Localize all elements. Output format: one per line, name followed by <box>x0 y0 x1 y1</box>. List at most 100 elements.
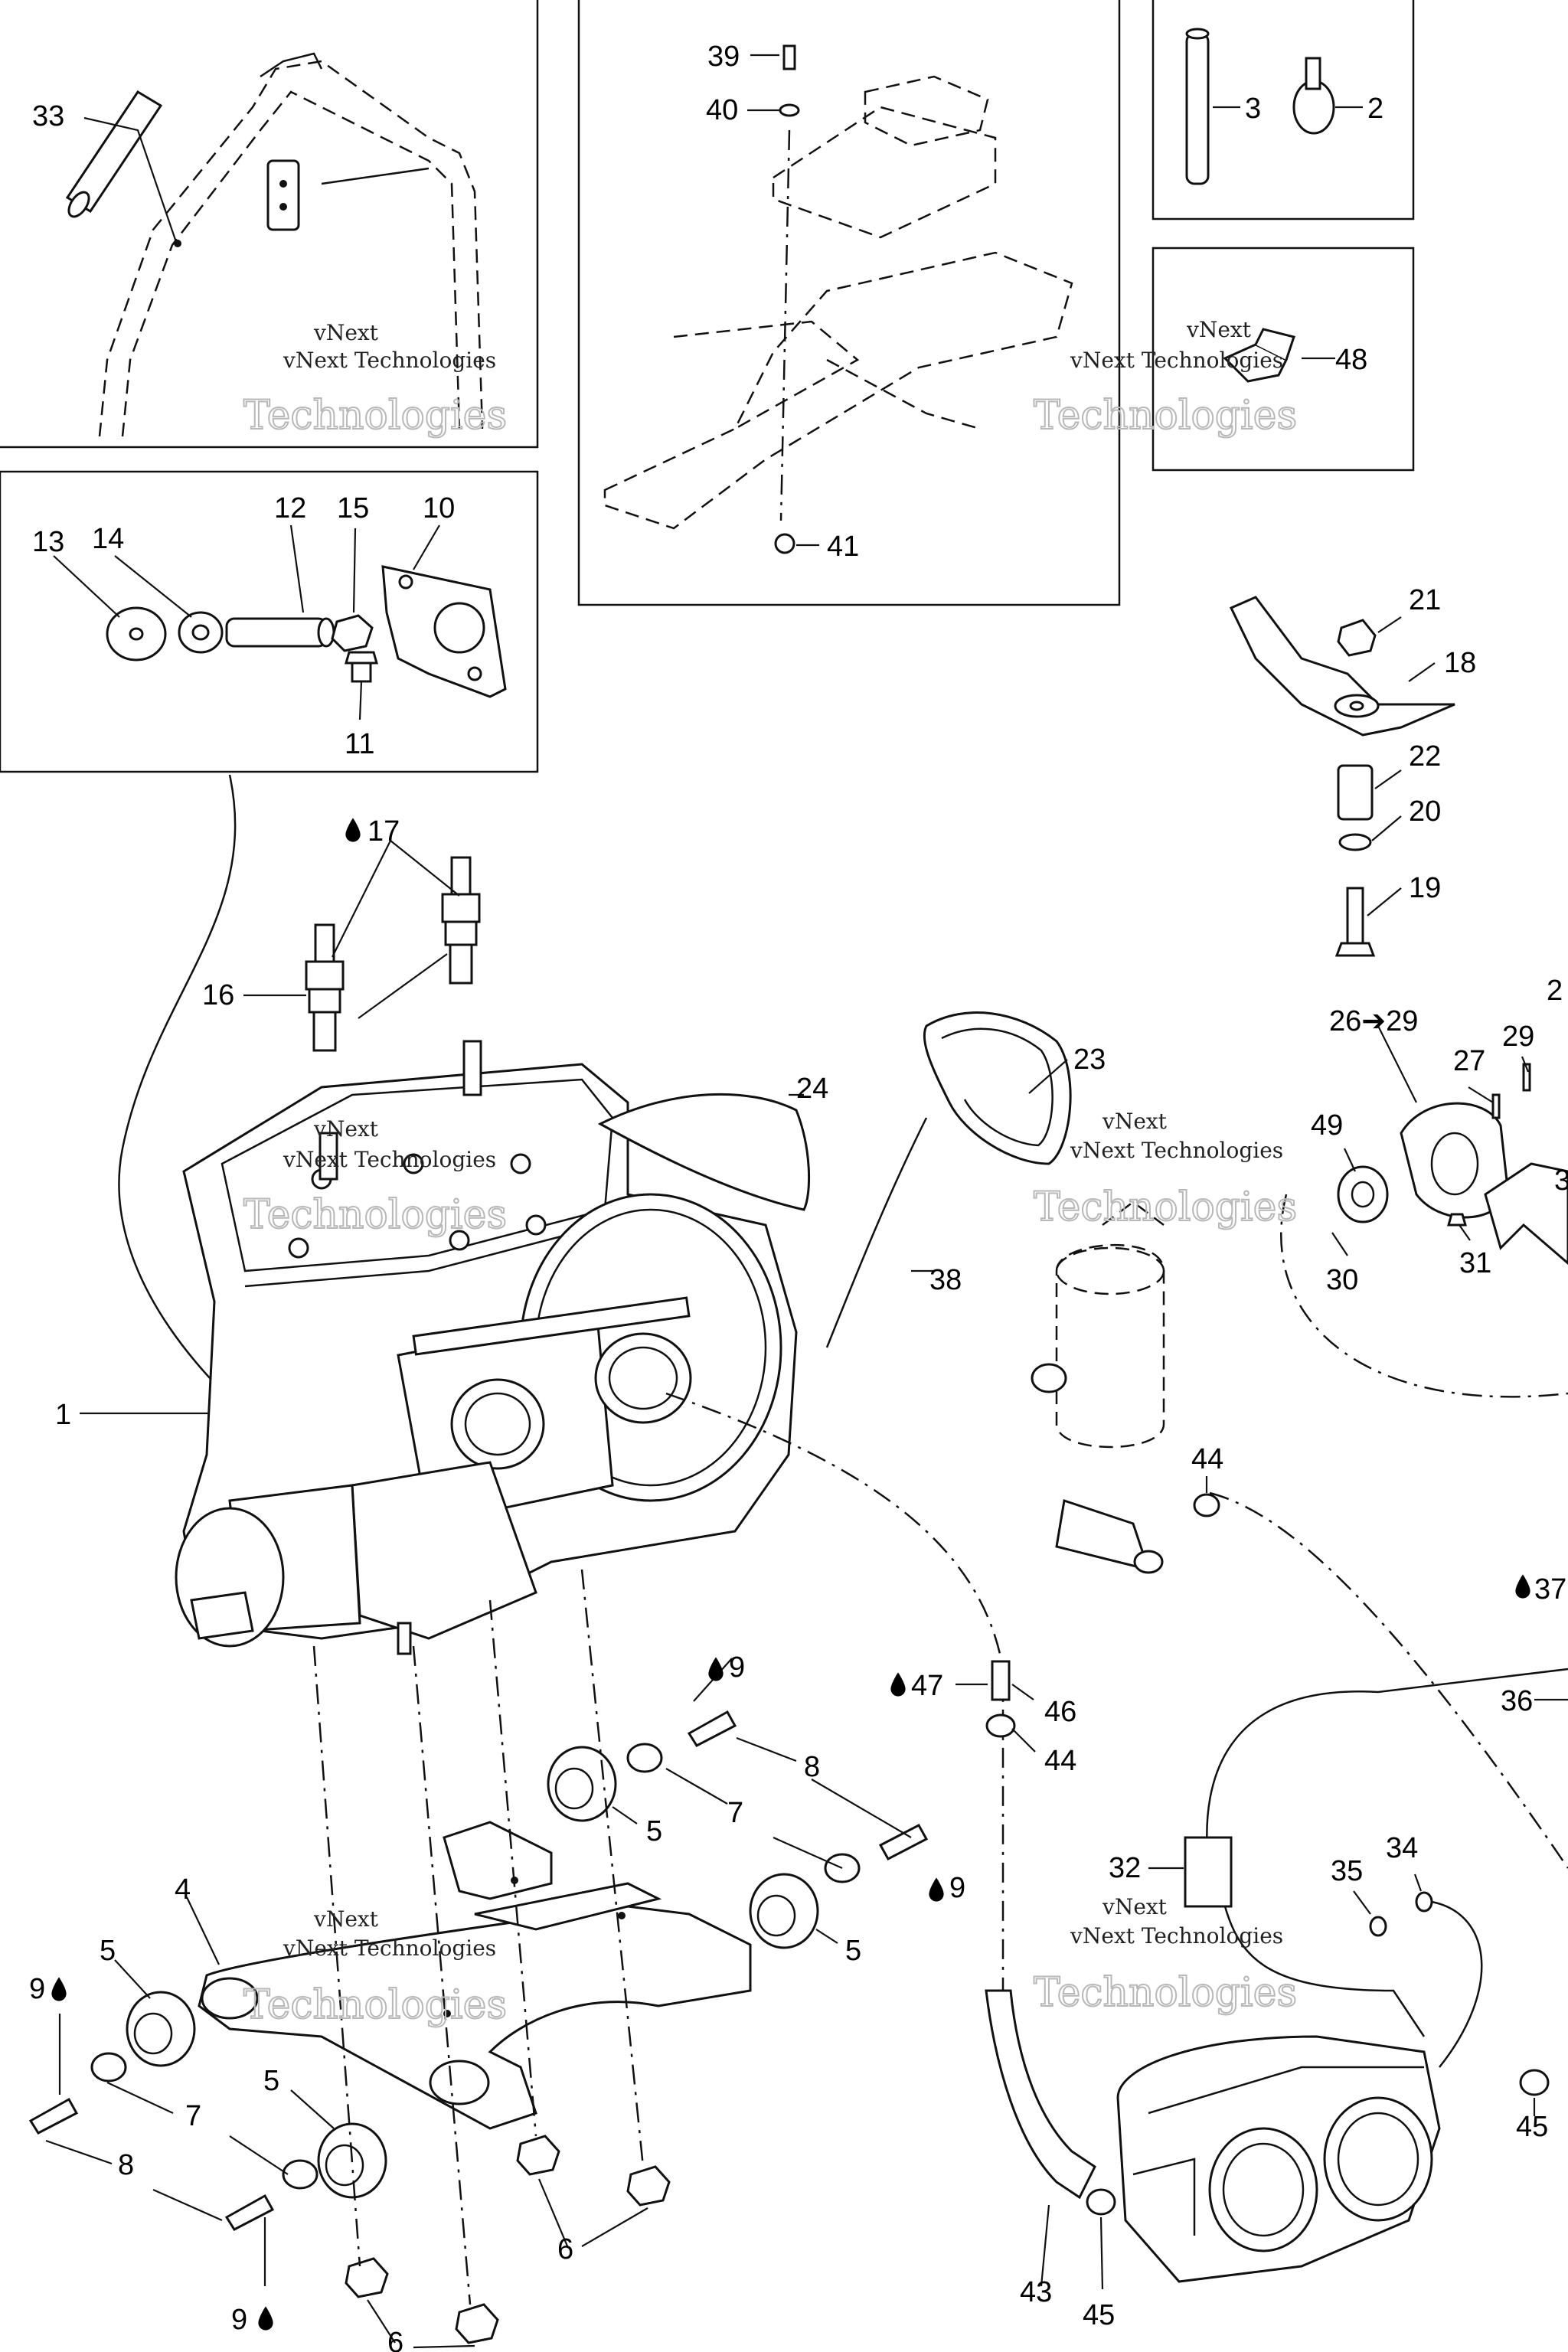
spark-plug-left <box>305 923 345 1052</box>
callout-5: 5 <box>646 1815 662 1847</box>
watermark-2: vNext Technologies vNext Technologies <box>1033 317 1298 439</box>
svg-text:vNext: vNext <box>1102 1894 1168 1919</box>
callout-41: 41 <box>827 531 859 563</box>
leader-8b <box>45 2139 223 2222</box>
spark-plug-right <box>441 856 481 985</box>
svg-text:vNext: vNext <box>313 1906 379 1932</box>
callout-2: 2 <box>1367 93 1383 125</box>
inset-box-frame <box>0 0 539 449</box>
svg-text:vNext Technologies: vNext Technologies <box>1070 1138 1283 1163</box>
callout-2-edge: 2 <box>1547 975 1563 1007</box>
callout-6: 6 <box>387 2327 403 2352</box>
callout-16: 16 <box>202 979 234 1011</box>
line-34 <box>1431 1900 1483 2068</box>
watermark-1: vNext Technologies vNext Technologies <box>243 320 508 439</box>
callout-48: 48 <box>1335 344 1367 376</box>
rubber-mount-5b <box>749 1873 819 1949</box>
callout-34: 34 <box>1386 1832 1418 1864</box>
oil-drop-icon <box>708 1657 724 1681</box>
cable-lower <box>1223 1906 1426 2037</box>
svg-text:vNext Technologies: vNext Technologies <box>1070 348 1283 373</box>
leader-43 <box>1040 2204 1050 2287</box>
throttle-cable <box>1206 1668 1568 1877</box>
leader-17 <box>332 840 460 958</box>
nut-6d <box>455 2303 499 2344</box>
oil-drop-icon <box>345 818 361 842</box>
clip-48 <box>1223 328 1295 383</box>
callout-1: 1 <box>55 1399 71 1431</box>
callout-40: 40 <box>706 94 738 126</box>
callout-27: 27 <box>1453 1045 1485 1077</box>
callout-18: 18 <box>1444 647 1476 679</box>
leader-10 <box>413 524 440 570</box>
clamp-44-upper <box>1193 1493 1220 1517</box>
callout-19: 19 <box>1409 872 1441 904</box>
watermark-4: vNext Technologies vNext Technologies <box>1033 1109 1298 1231</box>
leader-7b <box>106 2082 289 2175</box>
callout-37: 37 <box>1534 1573 1566 1606</box>
callout-4: 4 <box>175 1873 191 1906</box>
cable-sleeve-32 <box>1184 1836 1233 1908</box>
leader-34 <box>1413 1873 1423 1892</box>
svg-text:vNext: vNext <box>313 1116 379 1142</box>
leader-5c <box>114 1959 151 1999</box>
oil-line-dashdot-right <box>1209 1491 1568 1869</box>
rubber-mount-5c <box>126 1991 196 2067</box>
callout-44: 44 <box>1191 1443 1223 1475</box>
align-line-1 <box>312 1645 361 2267</box>
leader-2629 <box>1377 1025 1417 1103</box>
oil-line-dashdot-upper <box>1280 1194 1568 1398</box>
bolt-9b <box>878 1823 929 1861</box>
nut-6b <box>626 2165 671 2207</box>
oil-tank <box>1031 1200 1165 1574</box>
callout-14: 14 <box>92 523 124 555</box>
leader-6b <box>367 2299 475 2349</box>
sleeve-33 <box>65 90 163 218</box>
frame-tube <box>98 52 484 437</box>
svg-text:Technologies: Technologies <box>243 1192 507 1238</box>
callout-9: 9 <box>29 1973 45 2005</box>
callout-8: 8 <box>804 1751 820 1783</box>
svg-text:vNext: vNext <box>1102 1109 1168 1134</box>
cover-24 <box>597 1093 811 1211</box>
callout-38: 38 <box>929 1264 962 1296</box>
callout-45: 45 <box>1516 2111 1548 2143</box>
carburetor-assembly <box>1116 2035 1441 2283</box>
leader-23 <box>1028 1059 1068 1094</box>
watermark-6: vNext Technologies vNext Technologies <box>1033 1894 1298 2017</box>
callout-21: 21 <box>1409 584 1441 616</box>
clamp-45-lower <box>1086 2188 1116 2216</box>
callout-3: 3 <box>1245 93 1261 125</box>
leader-13 <box>53 555 120 618</box>
rubber-mount-5a <box>547 1746 617 1822</box>
hose-43 <box>985 1989 1096 2200</box>
leader-46 <box>1011 1684 1034 1700</box>
leader-18 <box>1408 662 1436 682</box>
part-34 <box>1415 1891 1433 1913</box>
leader-19 <box>1367 887 1402 916</box>
callout-10: 10 <box>423 492 455 524</box>
callout-36: 36 <box>1501 1685 1533 1717</box>
washer-7d <box>282 2159 318 2190</box>
callout-11: 11 <box>345 728 374 760</box>
callout-12: 12 <box>274 492 306 524</box>
leader-35 <box>1353 1890 1371 1915</box>
washer-7c <box>90 2052 127 2082</box>
callout-5: 5 <box>100 1935 116 1967</box>
leader-30 <box>1331 1232 1348 1256</box>
leader-7a <box>665 1768 843 1870</box>
svg-text:Technologies: Technologies <box>243 1982 507 2028</box>
leader-8a <box>736 1736 797 1762</box>
engine-mount-bracket-4 <box>198 1821 752 2130</box>
inset-box-hose-clamp <box>1152 0 1415 220</box>
callout-7: 7 <box>727 1797 743 1829</box>
leader-33 <box>83 116 178 243</box>
watermark-5: vNext Technologies vNext Technologies <box>243 1906 508 2029</box>
part-35 <box>1369 1916 1387 1937</box>
bolt-9c <box>28 2097 79 2135</box>
callout-9: 9 <box>729 1651 745 1684</box>
washer-7a <box>626 1743 663 1773</box>
callout-46: 46 <box>1044 1696 1076 1728</box>
leader-44b <box>1011 1728 1036 1753</box>
